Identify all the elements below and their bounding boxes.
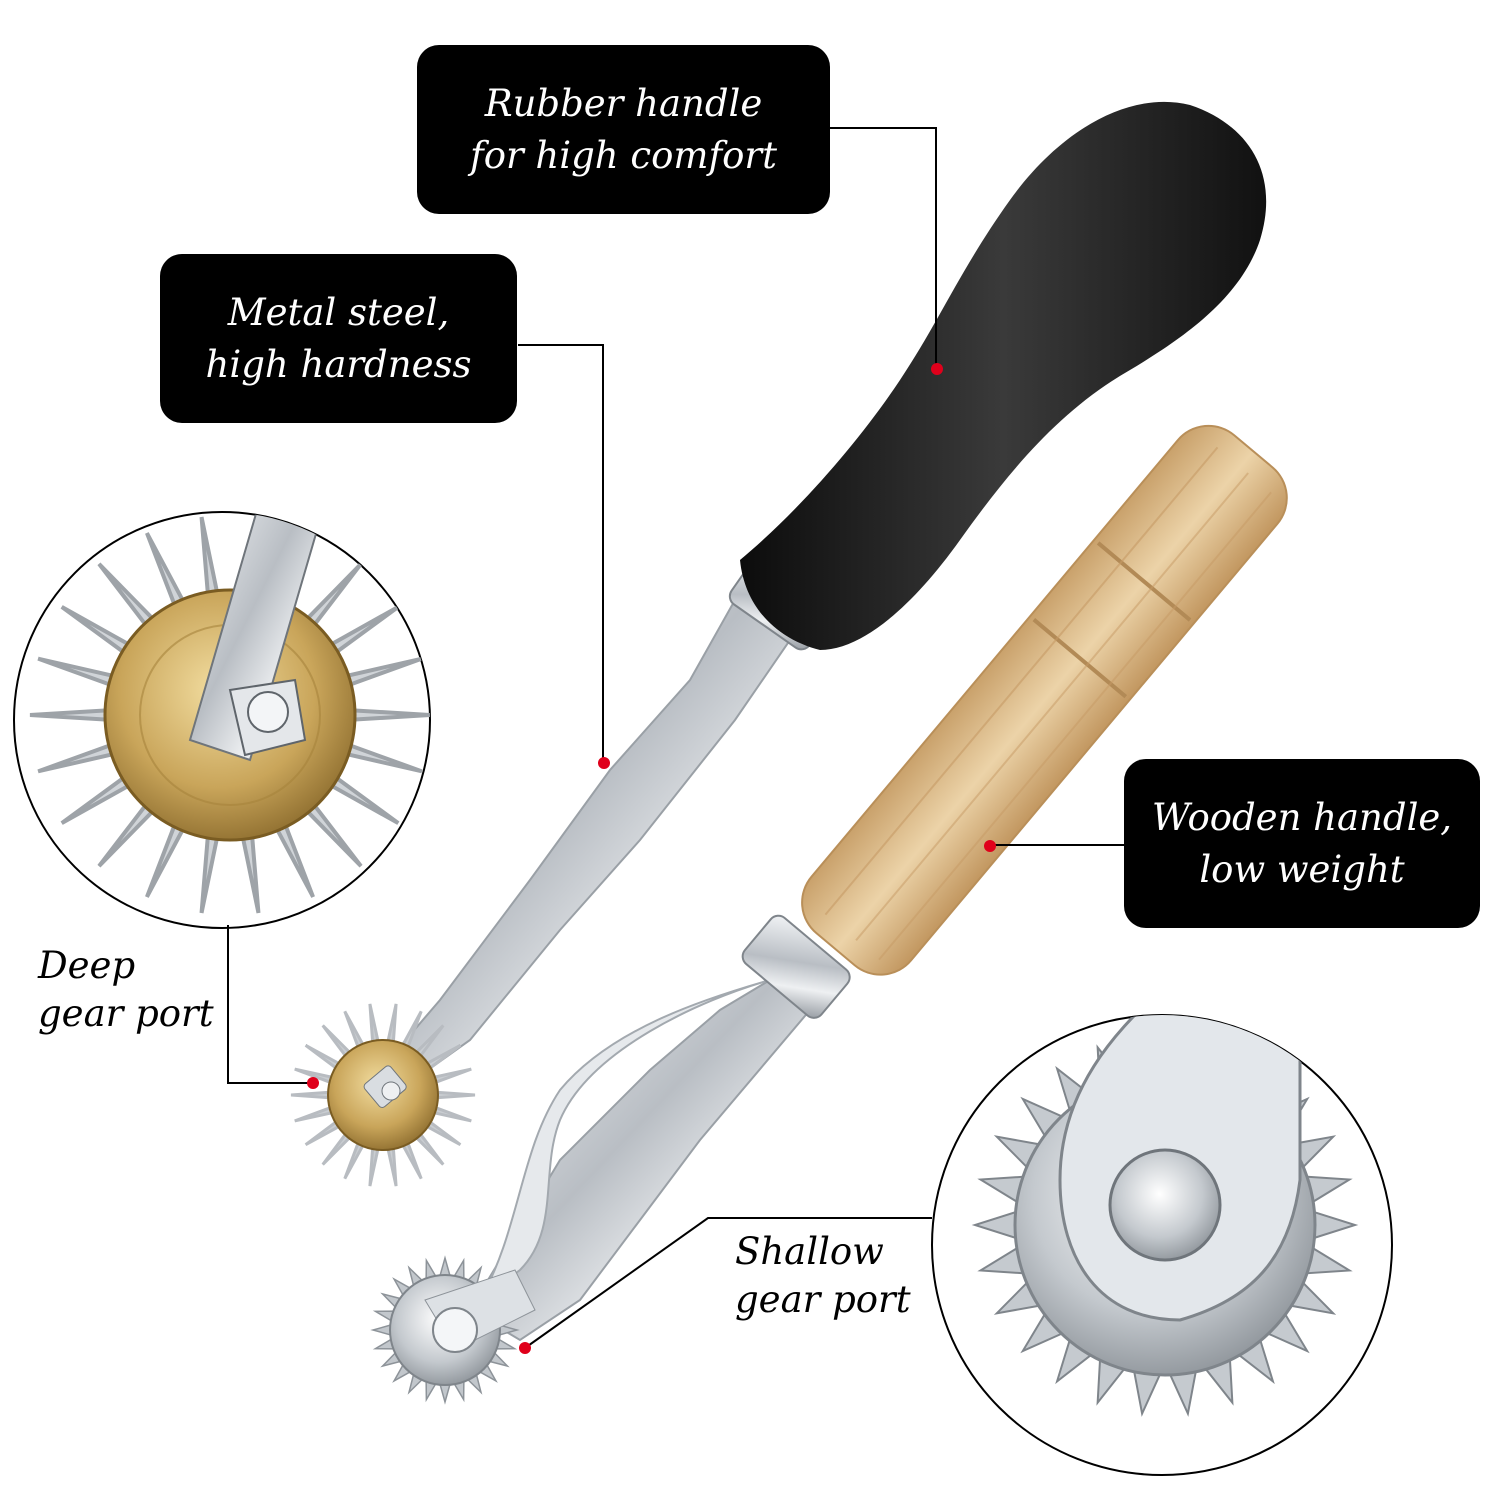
leader-rubber: [830, 127, 937, 368]
callout-line-1: Metal steel,: [227, 290, 450, 334]
label-line-2: gear port: [38, 992, 214, 1035]
shallow-gear-detail: [931, 1014, 1393, 1476]
leader-metal: [518, 344, 604, 762]
leader-shallow: [524, 1217, 932, 1349]
leader-lines: [227, 127, 1124, 1349]
ferrule: [741, 914, 851, 1019]
brass-spike-wheel: [290, 1003, 476, 1187]
callout-line-1: Rubber handle: [484, 81, 763, 125]
label-deep-gear-port: Deep gear port: [38, 942, 214, 1038]
wheel-spike: [290, 1090, 335, 1100]
wooden-grip: [801, 424, 1288, 976]
callout-line-2: high hardness: [205, 342, 472, 386]
label-shallow-gear-port: Shallow gear port: [735, 1228, 911, 1324]
marker-dot: [931, 363, 943, 375]
rubber-handle-tool: [290, 101, 1267, 1187]
callout-metal-steel: Metal steel, high hardness: [160, 254, 517, 423]
wheel-spike: [431, 1090, 476, 1100]
marker-dot: [307, 1077, 319, 1089]
label-line-2: gear port: [735, 1278, 911, 1321]
marker-dot: [598, 757, 610, 769]
callout-line-2: for high comfort: [470, 133, 777, 177]
label-line-1: Shallow: [735, 1230, 884, 1273]
label-line-1: Deep: [38, 944, 136, 987]
deep-gear-detail: [13, 511, 431, 929]
marker-dot: [519, 1342, 531, 1354]
callout-wooden-handle: Wooden handle, low weight: [1124, 759, 1480, 928]
callout-rubber-handle: Rubber handle for high comfort: [417, 45, 830, 214]
callout-line-1: Wooden handle,: [1151, 795, 1453, 839]
marker-dot: [984, 840, 996, 852]
leader-deep: [227, 925, 313, 1084]
callout-line-2: low weight: [1199, 847, 1405, 891]
rubber-grip: [740, 101, 1267, 650]
marker-dots: [307, 363, 996, 1354]
silver-gear-wheel: [370, 1255, 536, 1405]
wooden-handle-tool: [370, 424, 1288, 1405]
